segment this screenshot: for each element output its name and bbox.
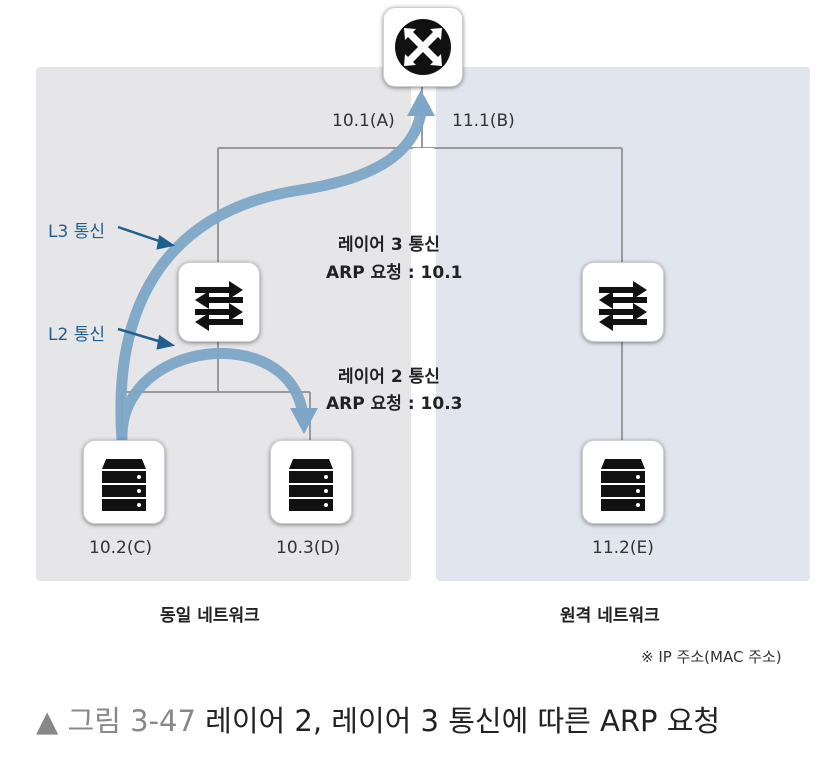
l3-label: L3 통신 — [48, 222, 105, 242]
panel-divider — [413, 148, 434, 581]
remote-network-label: 원격 네트워크 — [560, 606, 660, 626]
router-icon — [395, 19, 451, 75]
layer3-title: 레이어 3 통신 — [338, 235, 440, 255]
address-note: ※ IP 주소(MAC 주소) — [641, 648, 782, 666]
layer3-arp: ARP 요청 : 10.1 — [326, 263, 463, 283]
left-switch-box — [178, 262, 260, 342]
same-network-label: 동일 네트워크 — [160, 606, 260, 626]
host-d-box — [270, 440, 352, 524]
host-c-ip-label: 10.2(C) — [89, 538, 152, 558]
right-switch-box — [582, 262, 664, 342]
layer2-title: 레이어 2 통신 — [338, 367, 440, 387]
l2-label: L2 통신 — [48, 325, 105, 345]
host-d-ip-label: 10.3(D) — [276, 538, 341, 558]
l3-arrow — [115, 110, 427, 441]
figure-caption: ▲ 그림 3-47 레이어 2, 레이어 3 통신에 따른 ARP 요청 — [36, 698, 720, 740]
l2-arrow-head — [290, 408, 318, 434]
l2-pointer — [117, 327, 166, 345]
caption-text: 레이어 2, 레이어 3 통신에 따른 ARP 요청 — [205, 704, 721, 738]
l3-pointer — [117, 225, 166, 245]
layer2-arp: ARP 요청 : 10.3 — [326, 394, 463, 414]
l2-arrow — [116, 347, 309, 441]
server-icon — [102, 459, 146, 511]
router-box — [383, 7, 463, 87]
router-right-ip-label: 11.1(B) — [452, 111, 515, 131]
server-icon — [289, 459, 333, 511]
router-left-ip-label: 10.1(A) — [332, 111, 395, 131]
switch-icon — [599, 281, 647, 331]
switch-icon — [195, 281, 243, 331]
host-e-ip-label: 11.2(E) — [592, 538, 654, 558]
l3-arrow-head — [407, 90, 435, 116]
server-icon — [601, 459, 645, 511]
caption-prefix: ▲ 그림 3-47 — [36, 704, 196, 738]
host-c-box — [83, 440, 165, 524]
host-e-box — [582, 440, 664, 524]
